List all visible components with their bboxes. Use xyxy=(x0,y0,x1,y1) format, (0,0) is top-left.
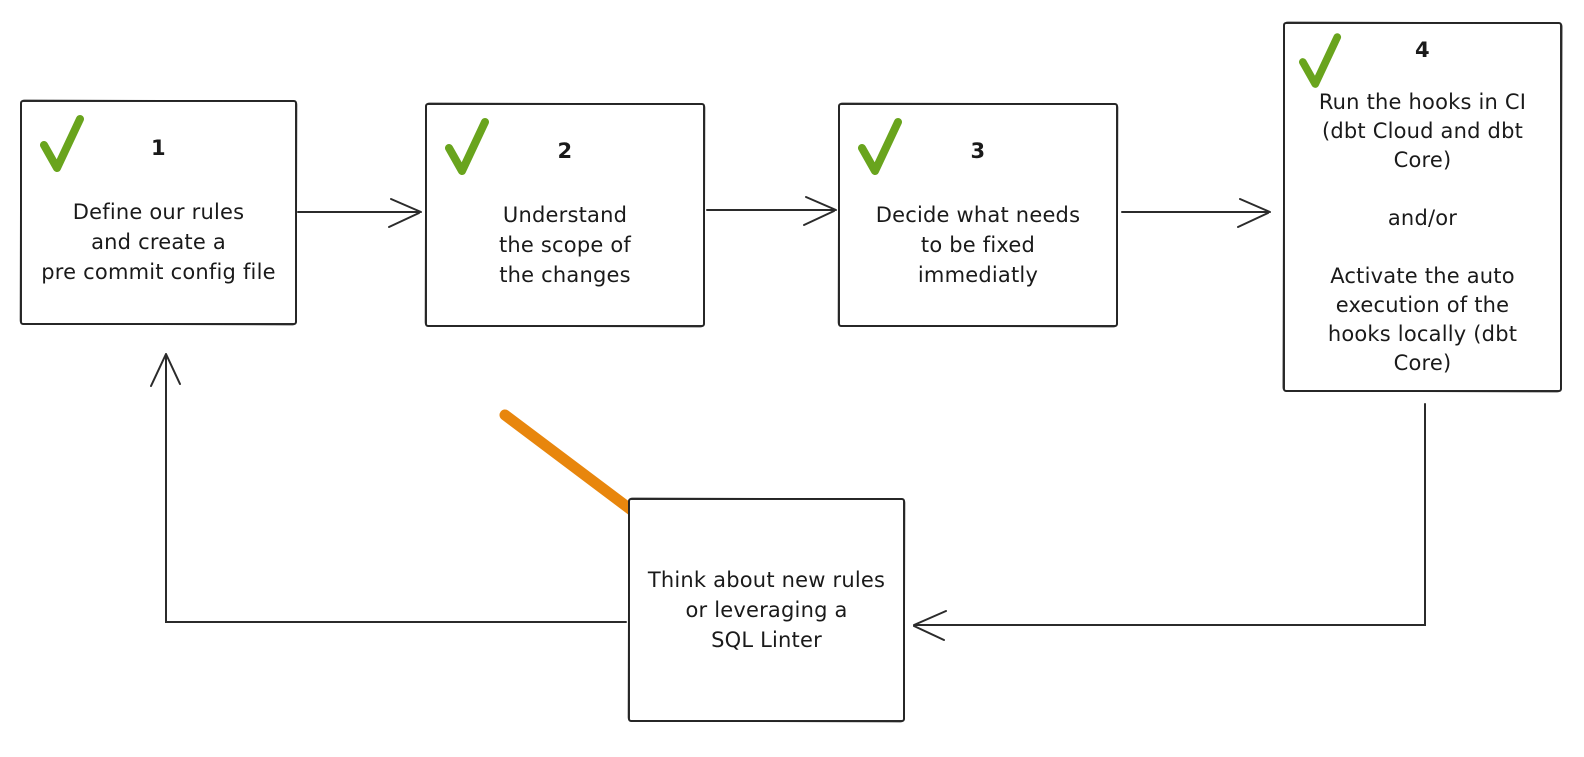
step-number: 1 xyxy=(150,136,167,160)
arrow-feedback-to-step1 xyxy=(150,353,627,623)
arrow-step4-to-feedback xyxy=(913,403,1426,641)
arrow-step3-to-step4 xyxy=(1121,198,1271,228)
step-2-box: 2 Understand the scope of the changes xyxy=(425,103,705,327)
step-number: 2 xyxy=(557,139,573,163)
step-text: Define our rules and create a pre commit… xyxy=(41,200,276,284)
step-text: Understand the scope of the changes xyxy=(498,203,632,287)
step-number: 3 xyxy=(970,139,986,163)
checkmark-icon xyxy=(40,115,84,172)
checkmark-icon xyxy=(1299,33,1342,88)
step-3-box: 3 Decide what needs to be fixed immediat… xyxy=(838,103,1118,327)
arrow-step2-to-step3 xyxy=(706,196,837,226)
arrow-step1-to-step2 xyxy=(297,198,422,228)
step-number: 4 xyxy=(1414,38,1431,62)
checkmark-icon xyxy=(858,118,902,175)
checkmark-icon xyxy=(445,118,489,175)
step-text: Think about new rules or leveraging a SQ… xyxy=(647,568,886,652)
step-text: Decide what needs to be fixed immediatly xyxy=(875,203,1081,287)
step-1-box: 1 Define our rules and create a pre comm… xyxy=(20,100,297,325)
feedback-box: Think about new rules or leveraging a SQ… xyxy=(628,498,905,722)
step-text: Run the hooks in CI (dbt Cloud and dbt C… xyxy=(1318,90,1527,375)
step-4-box: 4 Run the hooks in CI (dbt Cloud and dbt… xyxy=(1283,22,1562,392)
